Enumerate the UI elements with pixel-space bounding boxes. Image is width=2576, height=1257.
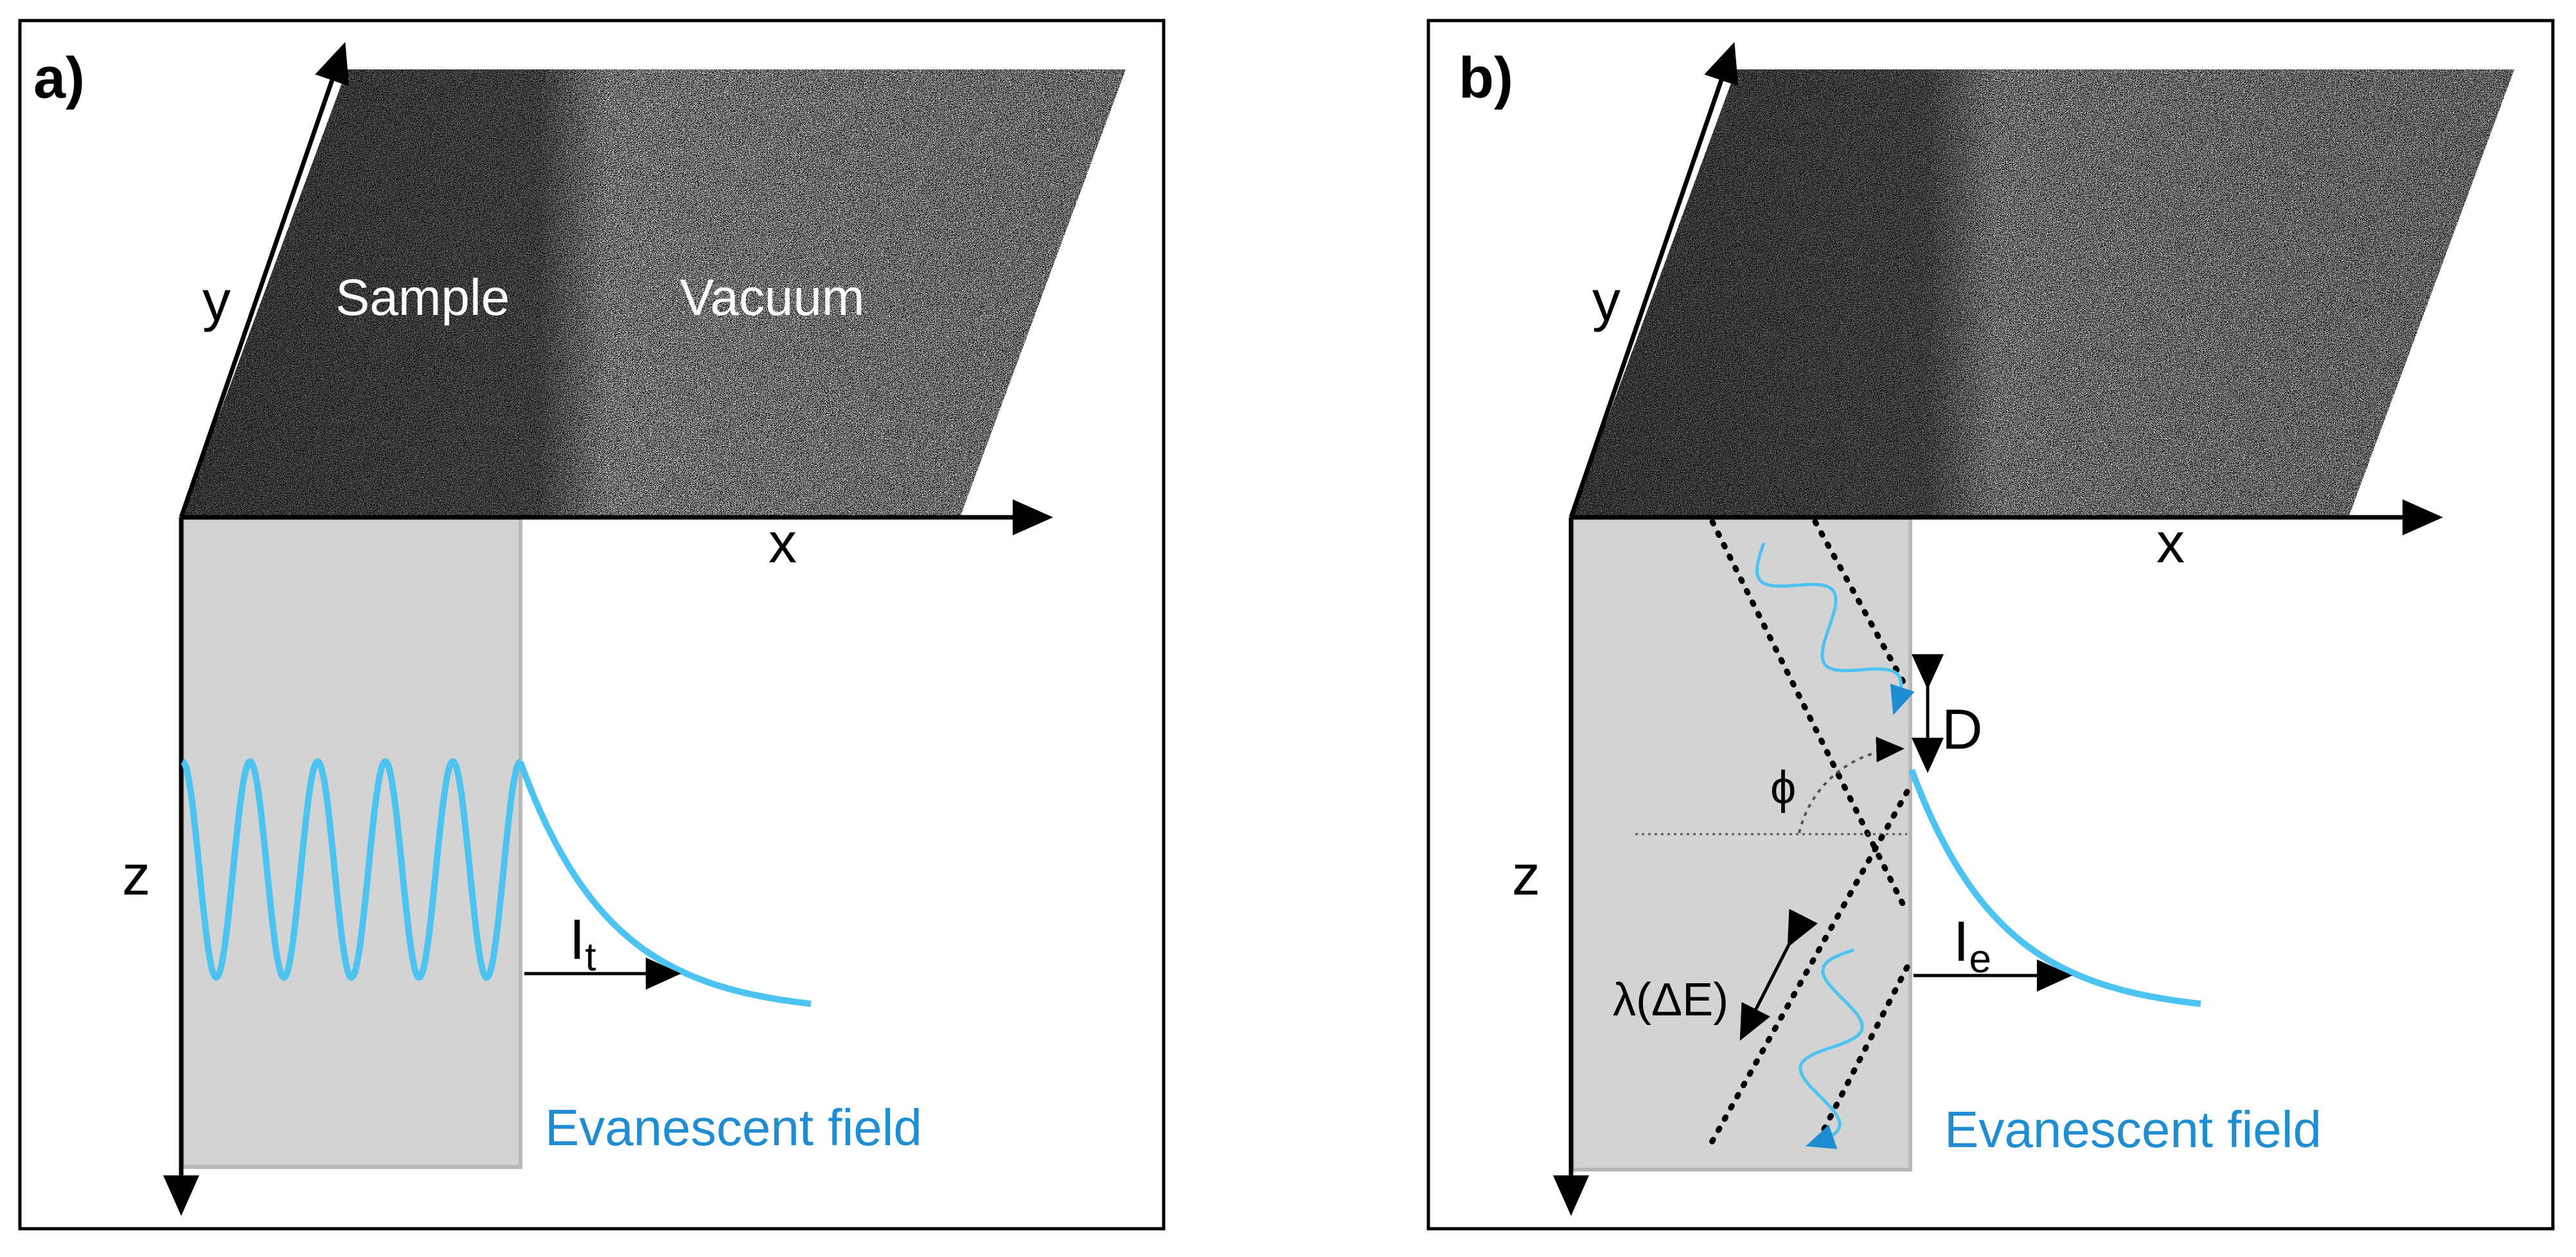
axis-x-label: x [2156,511,2185,575]
angle-arc [1798,736,1905,834]
axis-z-label: z [122,843,150,907]
region-vacuum-label: Vacuum [680,269,865,326]
y-axis [179,42,350,519]
panel-a-label: a) [33,46,85,111]
intensity-label: It [569,907,596,979]
phi-label: ϕ [1770,762,1796,814]
y-axis [1568,42,1739,519]
d-label: D [1942,697,1983,761]
evanescent-field-label: Evanescent field [1944,1101,2322,1158]
incident-wavy-beam [1755,542,1915,715]
axis-z-label: z [1512,843,1540,907]
axis-y-label: y [1592,269,1621,332]
panel-b: b) x y z ϕ D λ(ΔE) [1426,19,2555,1231]
evanescent-field-label: Evanescent field [545,1099,922,1156]
panel-b-label: b) [1459,46,1513,111]
standing-wave [181,758,522,981]
panel-a: a) Sample Vacuum x y z It Evanescent fie… [18,19,1166,1231]
intensity-label: Ie [1953,909,1991,981]
transmitted-wavy-beam [1799,948,1864,1149]
panel-a-image [181,69,1126,517]
lambda-label: λ(ΔE) [1613,974,1728,1026]
axis-x-label: x [768,511,797,575]
panel-b-image [1571,69,2514,517]
region-sample-label: Sample [335,269,510,326]
lambda-arrow [1739,909,1818,1041]
axis-y-label: y [202,269,231,332]
sample-slab [1570,516,1912,1172]
